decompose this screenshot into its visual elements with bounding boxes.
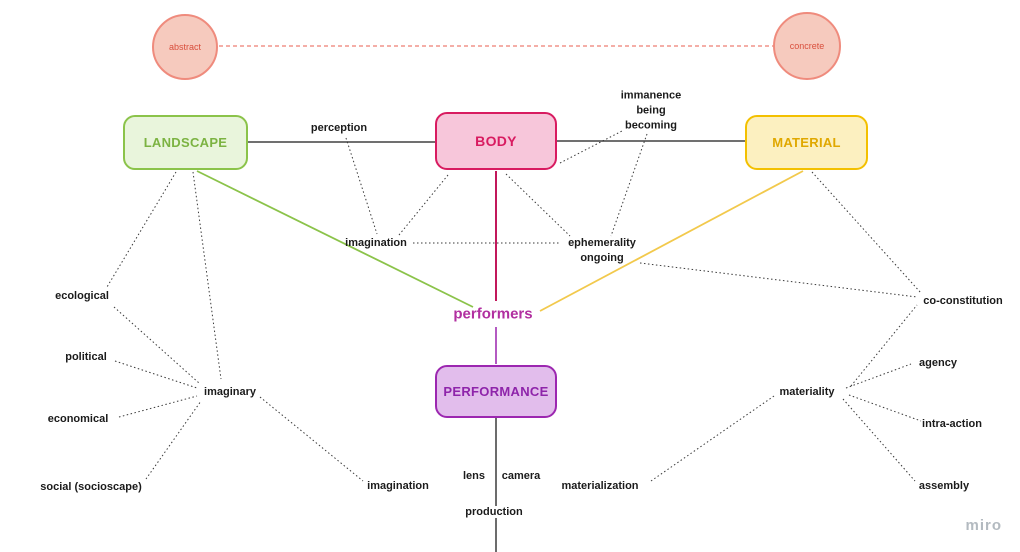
edge-materiality-coconstitution[interactable] (850, 304, 918, 387)
label-imagination-bottom[interactable]: imagination (367, 480, 429, 492)
edge-materiality-assembly[interactable] (842, 398, 916, 482)
label-imaginary[interactable]: imaginary (204, 386, 256, 398)
edge-economical-imaginary[interactable] (118, 395, 198, 418)
label-lens[interactable]: lens (462, 470, 486, 482)
edge-landscape-performers[interactable] (196, 170, 474, 308)
label-perception[interactable]: perception (310, 122, 368, 134)
edge-ecological-imaginary[interactable] (113, 306, 200, 384)
edge-body-ephemerality[interactable] (505, 173, 571, 237)
edge-landscape-imaginary[interactable] (192, 171, 222, 380)
label-being: being (636, 104, 666, 117)
landscape-label: LANDSCAPE (143, 135, 228, 150)
edge-imagination-body[interactable] (398, 174, 449, 236)
edge-becoming-ephemerality[interactable] (610, 133, 648, 237)
node-performers[interactable]: performers (453, 305, 533, 323)
label-camera[interactable]: camera (501, 470, 541, 482)
edge-political-imaginary[interactable] (114, 360, 198, 389)
edge-material-coconstitution[interactable] (811, 171, 922, 294)
node-concrete[interactable]: concrete (773, 12, 841, 80)
edge-body-immanence[interactable] (559, 130, 623, 164)
label-political[interactable]: political (65, 351, 107, 363)
label-ephemerality: ephemerality (568, 237, 636, 249)
edge-imaginary-imagination[interactable] (259, 396, 364, 482)
edge-landscape-ecological[interactable] (106, 171, 177, 288)
node-performance[interactable]: PERFORMANCE (435, 365, 557, 418)
label-assembly[interactable]: assembly (918, 480, 970, 492)
label-co-constitution[interactable]: co-constitution (923, 295, 1003, 307)
edge-perception-imagination[interactable] (345, 137, 378, 235)
performance-label: PERFORMANCE (443, 384, 549, 399)
label-production[interactable]: production (462, 506, 526, 518)
label-materialization[interactable]: materialization (561, 480, 639, 492)
edge-ongoing-coconstitution[interactable] (639, 262, 918, 298)
material-label: MATERIAL (772, 135, 841, 150)
miro-watermark: miro (965, 517, 1002, 534)
edge-materialization-materiality[interactable] (650, 395, 775, 482)
edge-materiality-intraaction[interactable] (848, 394, 922, 422)
label-economical[interactable]: economical (47, 413, 109, 425)
edge-material-performers[interactable] (539, 170, 804, 312)
label-imagination-mid[interactable]: imagination (345, 237, 407, 249)
node-abstract[interactable]: abstract (152, 14, 218, 80)
label-immanence-being-becoming[interactable]: immanence being becoming (621, 89, 682, 134)
label-immanence: immanence (620, 89, 682, 102)
edge-materiality-agency[interactable] (845, 363, 912, 389)
label-ephemerality-ongoing[interactable]: ephemerality ongoing (568, 236, 636, 266)
label-agency[interactable]: agency (919, 357, 957, 369)
label-becoming: becoming (625, 119, 677, 132)
concrete-label: concrete (789, 41, 825, 51)
label-social-socioscape[interactable]: social (socioscape) (40, 481, 142, 493)
label-materiality[interactable]: materiality (779, 386, 835, 398)
node-body[interactable]: BODY (435, 112, 557, 170)
node-landscape[interactable]: LANDSCAPE (123, 115, 248, 170)
body-label: BODY (475, 133, 517, 149)
abstract-label: abstract (168, 42, 201, 52)
label-ecological[interactable]: ecological (55, 290, 109, 302)
label-ongoing: ongoing (580, 252, 624, 264)
node-material[interactable]: MATERIAL (745, 115, 868, 170)
label-intra-action[interactable]: intra-action (922, 418, 982, 430)
edge-social-imaginary[interactable] (145, 400, 202, 480)
